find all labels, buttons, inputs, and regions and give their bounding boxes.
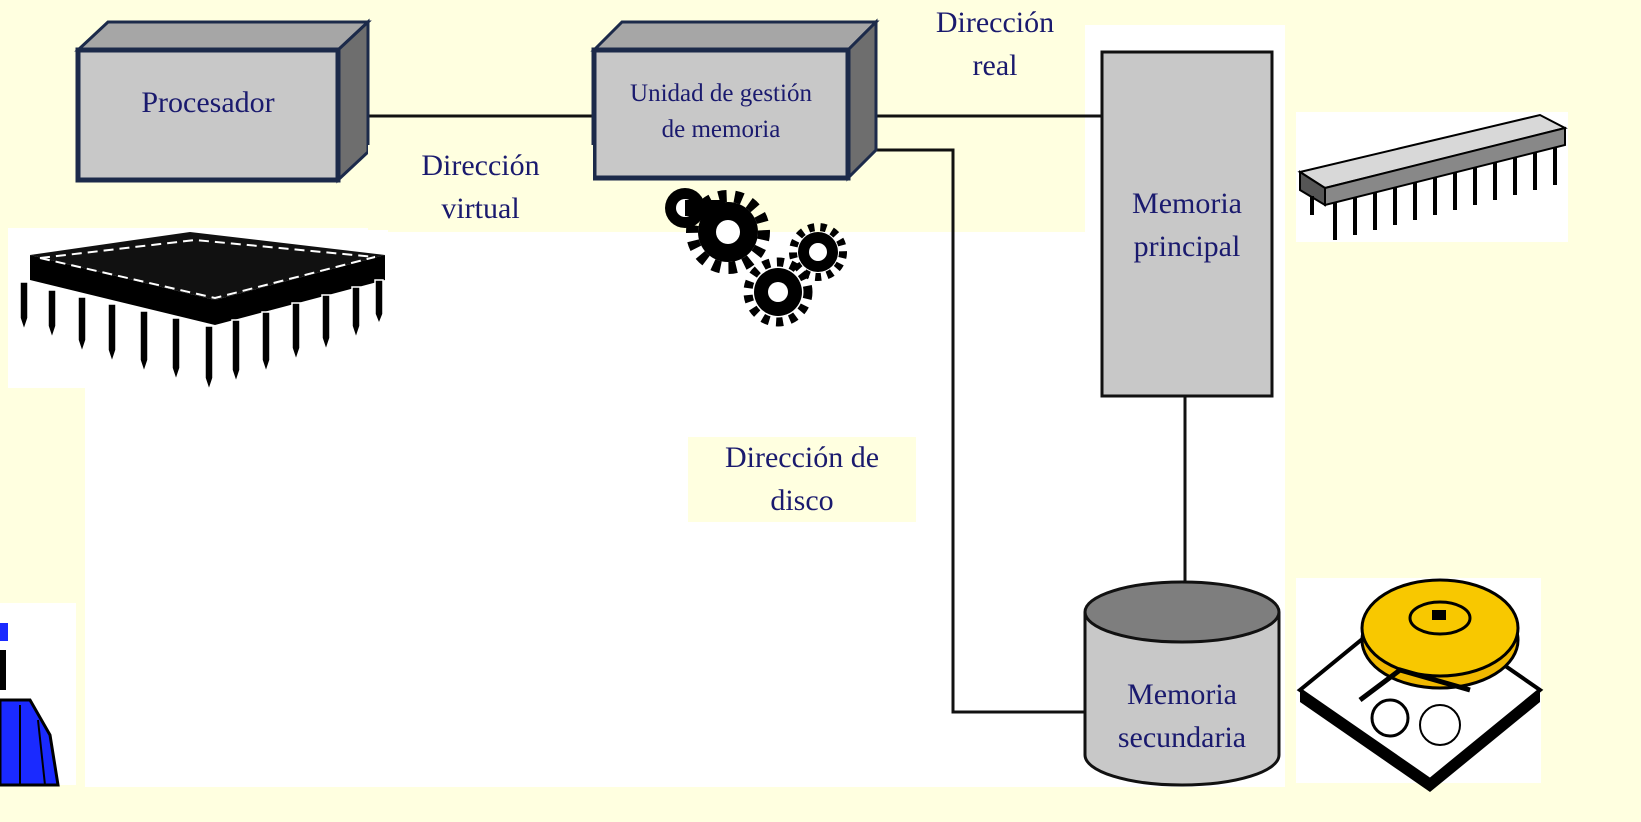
mmu-box <box>590 18 880 182</box>
gears-icon <box>665 188 847 327</box>
processor-label: Procesador <box>141 86 275 119</box>
memory-chip-icon <box>1297 113 1568 240</box>
cpu-chip-icon <box>19 232 385 393</box>
processor-box <box>74 18 372 184</box>
secondary-memory-cylinder <box>1083 580 1281 787</box>
real-address-label: Dirección real <box>935 6 1055 82</box>
virtual-address-label: Dirección virtual <box>368 145 593 231</box>
line-mmu-secondary-memory <box>858 148 1085 714</box>
main-memory-label: Memoria principal <box>1132 187 1242 263</box>
main-memory-box <box>1100 50 1274 398</box>
person-icon <box>0 623 60 787</box>
disk-address-label: Dirección de disco <box>688 437 916 523</box>
mmu-label: Unidad de gestión de memoria <box>630 80 812 144</box>
secondary-memory-label: Memoria secundaria <box>1117 678 1247 754</box>
white-strip <box>85 232 1085 787</box>
hard-disk-icon <box>1296 578 1544 792</box>
